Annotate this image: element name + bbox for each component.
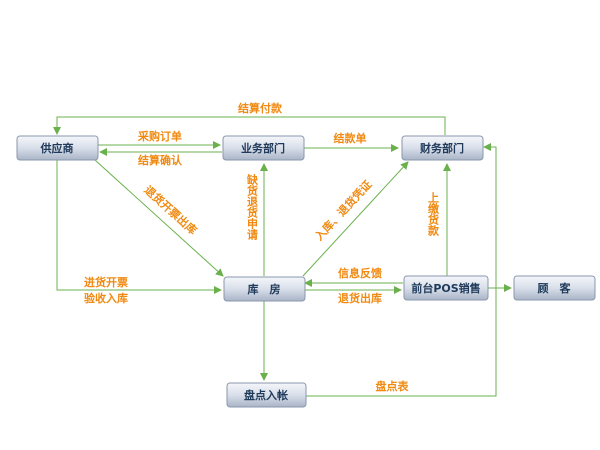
- label-return-outbound: 退货出库: [338, 291, 382, 305]
- edge-inventory-sheet: [306, 143, 497, 397]
- node-finance-label: 财务部门: [419, 141, 464, 155]
- label-remit-payment: 上缴货款: [427, 191, 441, 237]
- label-purchase-order: 采购订单: [137, 129, 182, 143]
- node-customer-label: 顾 客: [538, 281, 572, 295]
- edge-purchase-invoice: [56, 160, 222, 294]
- node-warehouse-label: 库 房: [248, 282, 281, 296]
- node-business-label: 业务部门: [241, 141, 285, 155]
- node-customer[interactable]: 顾 客: [513, 275, 596, 301]
- edge-settlement-payment: [53, 116, 446, 135]
- node-business[interactable]: 业务部门: [222, 135, 305, 161]
- node-supplier[interactable]: 供应商: [16, 135, 99, 161]
- node-warehouse[interactable]: 库 房: [223, 276, 306, 302]
- label-settlement-confirm: 结算确认: [137, 153, 183, 167]
- node-finance[interactable]: 财务部门: [401, 135, 484, 161]
- label-purchase-invoice-line1: 进货开票: [84, 275, 128, 289]
- node-inventory[interactable]: 盘点入帐: [226, 382, 307, 408]
- node-inventory-label: 盘点入帐: [244, 388, 288, 402]
- node-pos-label: 前台POS销售: [411, 281, 480, 295]
- node-supplier-label: 供应商: [40, 141, 74, 155]
- label-settlement-payment: 结算付款: [237, 101, 283, 115]
- label-inbound-return-voucher: 入库、退货凭证: [312, 177, 375, 243]
- label-shortage-return: 缺货退货申请: [246, 173, 260, 241]
- edge-inbound-return-voucher: [302, 161, 409, 277]
- node-pos[interactable]: 前台POS销售: [403, 275, 489, 301]
- edge-return-invoice: [94, 159, 224, 277]
- label-settlement-bill: 结款单: [333, 131, 367, 145]
- label-info-feedback: 信息反馈: [338, 266, 382, 280]
- label-purchase-invoice-line2: 验收入库: [84, 291, 128, 305]
- label-inventory-sheet: 盘点表: [376, 379, 410, 393]
